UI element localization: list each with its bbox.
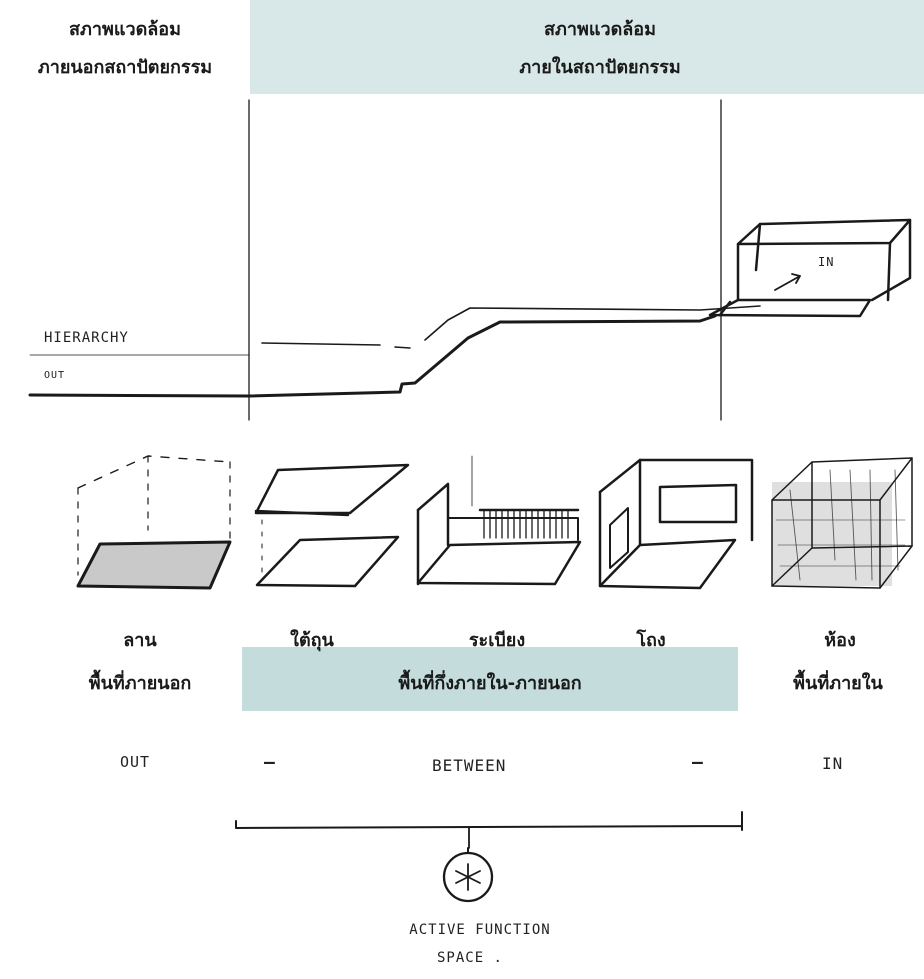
space-name-underfloor: ใต้ถุน <box>290 630 334 651</box>
hierarchy-label: HIERARCHY <box>44 330 129 346</box>
zone-outside-label: พื้นที่ภายนอก <box>88 673 192 694</box>
space-name-court: ลาน <box>123 630 157 651</box>
between-zone-band <box>242 647 738 711</box>
hand-between-label: BETWEEN <box>432 756 507 775</box>
inside-heading-line1: สภาพแวดล้อม <box>544 19 656 40</box>
active-function-label-line1: ACTIVE FUNCTION <box>409 922 551 938</box>
inside-heading-line2: ภายในสถาปัตยกรรม <box>519 57 681 78</box>
hand-dash-right: – <box>692 752 704 773</box>
zone-between-label: พื้นที่กึ่งภายใน-ภายนอก <box>398 673 582 694</box>
hand-dash-left: – <box>264 752 276 773</box>
in-label-small: IN <box>818 255 835 269</box>
outside-heading-line1: สภาพแวดล้อม <box>69 19 181 40</box>
active-function-label-line2: SPACE . <box>436 950 503 966</box>
space-name-hall: โถง <box>636 630 666 651</box>
inside-header-band <box>250 0 924 94</box>
space-name-veranda: ระเบียง <box>468 630 526 651</box>
hand-in-label: IN <box>822 754 844 773</box>
outside-heading-line2: ภายนอกสถาปัตยกรรม <box>37 57 213 78</box>
zone-inside-label: พื้นที่ภายใน <box>793 673 883 694</box>
hand-out-label: OUT <box>120 753 151 771</box>
out-label-small: OUT <box>44 370 66 381</box>
space-name-room: ห้อง <box>824 630 856 651</box>
